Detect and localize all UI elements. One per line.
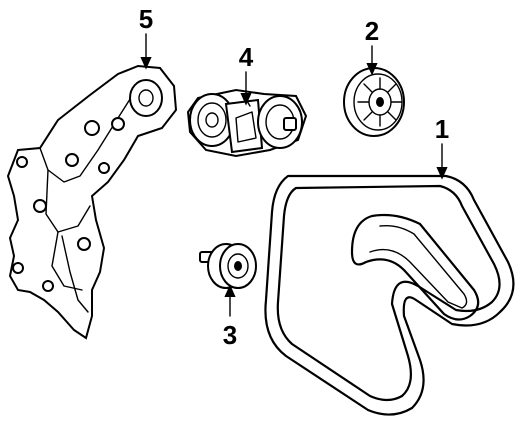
small-idler-pulley [199,243,257,289]
mounting-bracket [6,64,178,340]
callout-4-label: 4 [239,42,254,72]
belt-tensioner [186,88,308,158]
callout-2-label: 2 [365,16,379,46]
serpentine-belt [264,174,515,416]
ribbed-idler-pulley [343,67,405,137]
callout-leaders [140,33,448,317]
callout-5-label: 5 [139,4,153,34]
callout-1-label: 1 [435,114,449,144]
callout-3-label: 3 [223,320,237,350]
